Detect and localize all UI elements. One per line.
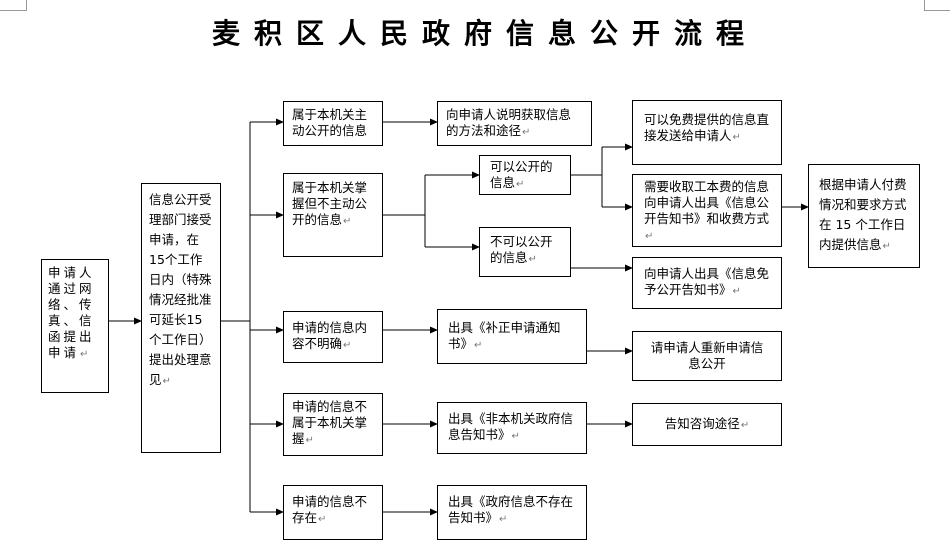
return-mark: ↵: [343, 216, 352, 227]
consult-channel-box: 告知咨询途径↵: [632, 403, 782, 446]
page-corner-mark-right: [924, 0, 950, 11]
return-mark: ↵: [293, 143, 301, 145]
nonexistence-notice-text: 出具《政府信息不存在告知书》: [448, 494, 574, 525]
provide-info-text: 根据申请人付费情况和要求方式在 15 个工作日内提供信息: [819, 177, 907, 252]
return-mark: ↵: [474, 340, 483, 351]
return-mark: ↵: [732, 286, 741, 297]
non-agency-notice-box: 出具《非本机关政府信息告知书》↵: [437, 402, 587, 454]
reapply-text: 请申请人重新申请信息公开: [650, 340, 764, 371]
exemption-notice-text: 向申请人出具《信息免予公开告知书》: [644, 266, 770, 297]
active-disclosure-text: 属于本机关主动公开的信息: [292, 107, 368, 138]
return-mark: ↵: [732, 132, 741, 143]
free-info-text: 可以免费提供的信息直接发送给申请人: [644, 112, 770, 143]
return-mark: ↵: [740, 420, 750, 431]
dept-box: 信息公开受理部门接受申请，在15个工作日内（特殊情况经批准可延长15个工作日）提…: [141, 183, 221, 453]
tell-method-text: 向申请人说明获取信息的方法和途径: [446, 107, 572, 138]
applicant-text: 申请人通过网络、传真、信函提出申请: [48, 265, 95, 360]
return-mark: ↵: [318, 514, 327, 525]
unclear-content-box: 申请的信息内容不明确↵: [283, 311, 383, 363]
non-agency-notice-text: 出具《非本机关政府信息告知书》: [448, 411, 574, 442]
cannot-open-box: 不可以公开的信息↵: [479, 227, 571, 277]
reapply-box: 请申请人重新申请信息公开: [632, 331, 782, 381]
not-held-box: 申请的信息不属于本机关掌握↵: [283, 393, 383, 456]
return-mark: ↵: [882, 241, 891, 252]
return-mark: ↵: [80, 349, 92, 360]
return-mark: ↵: [343, 340, 352, 351]
can-open-text: 可以公开的信息: [490, 159, 553, 190]
return-mark: ↵: [162, 376, 171, 387]
return-mark: ↵: [522, 127, 531, 138]
not-held-text: 申请的信息不属于本机关掌握: [292, 399, 368, 446]
correction-notice-text: 出具《补正申请通知书》: [448, 320, 561, 351]
return-mark: ↵: [511, 431, 520, 442]
page-corner-mark-left: [0, 0, 27, 11]
return-mark: ↵: [528, 254, 537, 265]
fee-info-text: 需要收取工本费的信息向申请人出具《信息公开告知书》和收费方式: [644, 179, 770, 226]
exemption-notice-box: 向申请人出具《信息免予公开告知书》↵: [632, 257, 782, 309]
active-disclosure-box: 属于本机关主动公开的信息 ↵: [283, 101, 383, 146]
return-mark: ↵: [516, 179, 525, 190]
nonexistence-notice-box: 出具《政府信息不存在告知书》↵: [437, 485, 587, 540]
return-mark: ↵: [305, 435, 314, 446]
fee-info-box: 需要收取工本费的信息向申请人出具《信息公开告知书》和收费方式 ↵: [632, 174, 782, 247]
can-open-box: 可以公开的信息↵: [479, 155, 571, 195]
free-info-box: 可以免费提供的信息直接发送给申请人↵: [632, 100, 782, 165]
not-exist-text: 申请的信息不存在: [292, 494, 368, 525]
return-mark: ↵: [645, 231, 654, 242]
dept-text: 信息公开受理部门接受申请，在15个工作日内（特殊情况经批准可延长15个工作日）提…: [149, 192, 212, 387]
held-not-active-text: 属于本机关掌握但不主动公开的信息: [292, 180, 368, 227]
return-mark: ↵: [499, 514, 508, 525]
tell-method-box: 向申请人说明获取信息的方法和途径↵: [437, 101, 592, 146]
unclear-content-text: 申请的信息内容不明确: [292, 320, 368, 351]
correction-notice-box: 出具《补正申请通知书》↵: [437, 309, 587, 364]
applicant-box: 申请人通过网络、传真、信函提出申请↵: [41, 259, 109, 393]
provide-info-box: 根据申请人付费情况和要求方式在 15 个工作日内提供信息↵: [808, 164, 920, 268]
cannot-open-text: 不可以公开的信息: [490, 234, 553, 265]
not-exist-box: 申请的信息不存在↵: [283, 485, 383, 540]
consult-channel-text: 告知咨询途径: [664, 416, 740, 431]
held-not-active-box: 属于本机关掌握但不主动公开的信息↵: [283, 173, 383, 257]
page-title: 麦积区人民政府信息公开流程: [211, 17, 758, 50]
